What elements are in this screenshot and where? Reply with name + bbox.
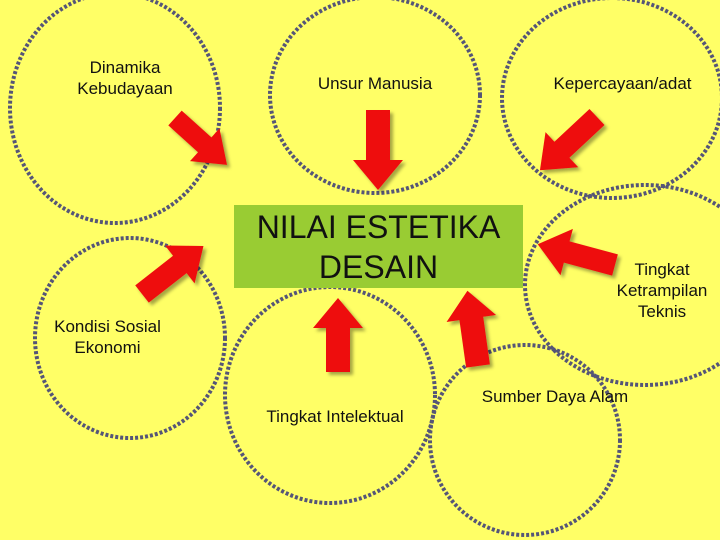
arrow-unsur — [353, 110, 403, 190]
circle-unsur — [268, 0, 482, 195]
circle-kepercayaan — [500, 0, 720, 200]
label-sumber: Sumber Daya Alam — [481, 387, 629, 406]
label-ketrampilan: Tingkat Ketrampilan Teknis — [616, 260, 708, 321]
label-kepercayaan: Kepercayaan/adat — [553, 74, 692, 93]
center-box — [234, 205, 523, 288]
arrow-kepercayaan — [539, 108, 605, 171]
label-unsur: Unsur Manusia — [317, 74, 433, 93]
label-intelektual: Tingkat Intelektual — [266, 407, 404, 426]
label-kondisi: Kondisi Sosial Ekonomi — [54, 317, 161, 357]
arrow-kondisi — [135, 245, 204, 303]
circle-sumber — [428, 343, 622, 537]
label-dinamika: Dinamika Kebudayaan — [77, 58, 173, 98]
circle-ketrampilan — [523, 183, 720, 387]
arrow-dinamika — [168, 110, 228, 165]
arrow-sumber — [446, 290, 497, 368]
circle-dinamika — [8, 0, 222, 225]
arrow-ketrampilan — [537, 228, 618, 276]
arrow-intelektual — [313, 298, 363, 372]
center-title: NILAI ESTETIKA DESAIN — [256, 209, 501, 285]
circle-kondisi — [33, 236, 227, 440]
